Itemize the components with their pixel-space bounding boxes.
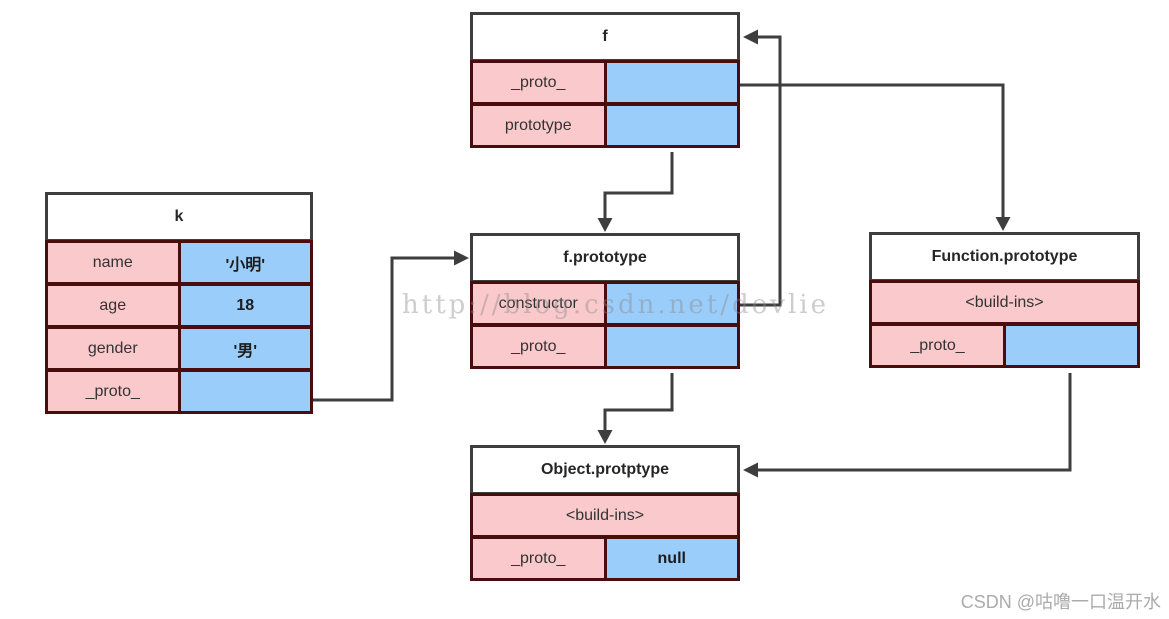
box-object-prototype-title: Object.protptype: [470, 445, 740, 495]
k-gender-label: gender: [45, 326, 181, 371]
fprototype-proto-value: [603, 324, 740, 369]
box-f-prototype-title: f.prototype: [470, 233, 740, 283]
box-f-title: f: [470, 12, 740, 62]
f-proto-value: [603, 60, 740, 105]
table-row: _proto_: [869, 323, 1140, 368]
f-prototype-value: [603, 103, 740, 148]
objectprototype-proto-value: null: [603, 536, 740, 581]
arrowhead-down-icon: [995, 217, 1011, 231]
k-proto-label: _proto_: [45, 369, 181, 414]
functionprototype-proto-value: [1003, 323, 1140, 368]
edge-f-proto-to-functionprototype: [740, 83, 1011, 231]
box-f: f _proto_ prototype: [470, 12, 740, 148]
table-row: <build-ins>: [869, 280, 1140, 325]
arrowhead-left-icon: [743, 29, 758, 45]
box-function-prototype-title: Function.prototype: [869, 232, 1140, 282]
k-proto-value: [177, 369, 313, 414]
arrowhead-right-icon: [454, 250, 469, 266]
objectprototype-buildins-cell: <build-ins>: [470, 493, 740, 538]
fprototype-constructor-value: [603, 281, 740, 326]
fprototype-proto-label: _proto_: [470, 324, 607, 369]
table-row: _proto_: [470, 324, 740, 369]
arrowhead-left-icon: [743, 462, 758, 478]
f-prototype-label: prototype: [470, 103, 607, 148]
f-proto-label: _proto_: [470, 60, 607, 105]
edge-fprototype-proto-to-objectprototype: [597, 373, 674, 444]
table-row: constructor: [470, 281, 740, 326]
k-name-label: name: [45, 240, 181, 285]
edge-functionprototype-proto-to-objectprototype: [743, 373, 1072, 478]
edge-k-proto-to-fprototype: [313, 250, 469, 402]
table-row: name '小明': [45, 240, 313, 285]
table-row: gender '男': [45, 326, 313, 371]
functionprototype-buildins-cell: <build-ins>: [869, 280, 1140, 325]
box-k-title: k: [45, 192, 313, 242]
box-k: k name '小明' age 18 gender '男' _proto_: [45, 192, 313, 414]
k-gender-value: '男': [177, 326, 313, 371]
table-row: <build-ins>: [470, 493, 740, 538]
k-age-label: age: [45, 283, 181, 328]
k-name-value: '小明': [177, 240, 313, 285]
k-age-value: 18: [177, 283, 313, 328]
box-object-prototype: Object.protptype <build-ins> _proto_ nul…: [470, 445, 740, 581]
table-row: _proto_: [45, 369, 313, 414]
edge-constructor-to-f: [740, 29, 782, 307]
table-row: age 18: [45, 283, 313, 328]
functionprototype-proto-label: _proto_: [869, 323, 1006, 368]
table-row: prototype: [470, 103, 740, 148]
fprototype-constructor-label: constructor: [470, 281, 607, 326]
box-function-prototype: Function.prototype <build-ins> _proto_: [869, 232, 1140, 368]
table-row: _proto_: [470, 60, 740, 105]
box-f-prototype: f.prototype constructor _proto_: [470, 233, 740, 369]
arrowhead-down-icon: [597, 430, 613, 444]
table-row: _proto_ null: [470, 536, 740, 581]
edge-f-prototype-row-to-fprototype: [597, 152, 674, 232]
arrowhead-down-icon: [597, 218, 613, 232]
objectprototype-proto-label: _proto_: [470, 536, 607, 581]
